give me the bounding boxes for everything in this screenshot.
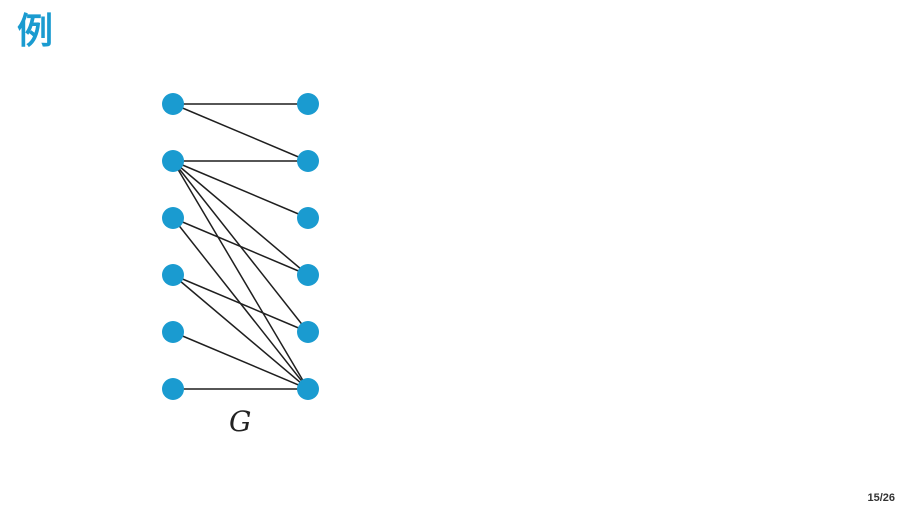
right-node-3 [297,264,319,286]
left-node-0 [162,93,184,115]
left-node-3 [162,264,184,286]
graph-edges [172,103,309,390]
right-node-0 [297,93,319,115]
slide-title: 例 [17,11,54,52]
left-node-2 [162,207,184,229]
right-node-1 [297,150,319,172]
edge-l1-r2 [172,160,309,219]
edge-l1-r5 [172,160,309,390]
right-node-4 [297,321,319,343]
right-node-5 [297,378,319,400]
edge-l1-r3 [172,160,309,276]
left-node-4 [162,321,184,343]
edge-l3-r5 [172,274,309,390]
right-node-2 [297,207,319,229]
left-node-1 [162,150,184,172]
edge-l2-r3 [172,217,309,276]
edge-l0-r1 [172,103,309,162]
left-node-5 [162,378,184,400]
graph-nodes [162,93,319,400]
page-number: 15/26 [867,492,895,504]
edge-l4-r5 [172,331,309,390]
edge-l3-r4 [172,274,309,333]
graph-label: G [229,405,252,438]
